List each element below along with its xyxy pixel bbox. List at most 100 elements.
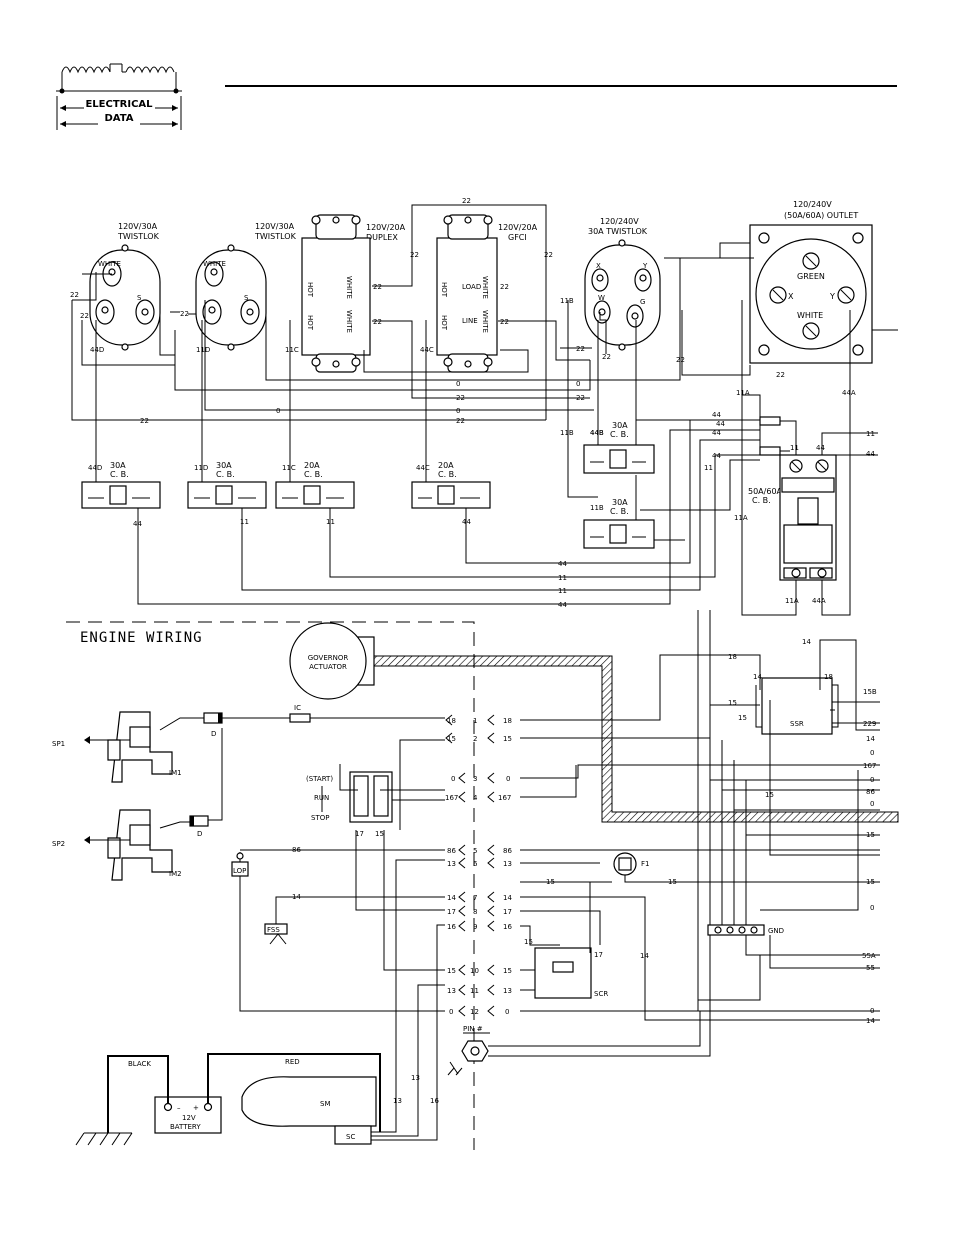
pin-w: W — [598, 294, 605, 302]
circuit-breaker-6: 30A C. B. 11B — [583, 498, 655, 549]
receptacle-6-type: (50A/60A) OUTLET — [784, 211, 858, 220]
pin-s: S — [244, 294, 249, 302]
terminal-8-left: 17 — [447, 908, 456, 916]
pin-line: LINE — [462, 317, 478, 325]
cb7-rating: 50A/60A — [748, 487, 783, 496]
terminal-1: 1 18 18 — [445, 714, 512, 726]
wire-label: 14 — [640, 952, 649, 960]
wire-label: 16 — [430, 1097, 439, 1105]
receptacle-1-rating: 120V/30A — [118, 222, 158, 231]
wire-label: 11D — [196, 346, 210, 354]
pin-load: LOAD — [462, 283, 481, 291]
terminal-2-number: 2 — [473, 735, 477, 743]
terminal-7-left: 14 — [447, 894, 456, 902]
wire-label: 18 — [824, 673, 833, 681]
receptacle-120-240v-30a-twistlok: 120/240V 30A TWISTLOK X Y W G — [584, 217, 661, 351]
terminal-12-number: 12 — [470, 1008, 479, 1016]
cb2-type: C. B. — [216, 470, 235, 479]
pin-y: Y — [829, 292, 835, 301]
circuit-breaker-1: 30A C. B. 44D — [81, 461, 161, 509]
terminal-1-right: 18 — [503, 717, 512, 725]
circuit-breaker-50a-60a: 50A/60A C. B. — [748, 454, 837, 581]
circuit-breaker-4: 20A C. B. 44C — [411, 461, 491, 509]
wire-label: 17 — [355, 830, 364, 838]
terminal-1-left: 18 — [447, 717, 456, 725]
lop-label: LOP — [233, 867, 246, 875]
circuit-breaker-2: 30A C. B. 11D — [187, 461, 267, 509]
electrical-data-logo: ELECTRICAL DATA — [56, 63, 182, 130]
wire-label: 22 — [576, 345, 585, 353]
upper-wiring — [71, 204, 898, 616]
engine-wiring-section: ENGINE WIRING GOVERNOR ACTUATOR SP1 IM1 … — [52, 610, 899, 1150]
cb5-type: C. B. — [610, 430, 629, 439]
cb6-type: C. B. — [610, 507, 629, 516]
edge-label-229: 229 — [863, 720, 876, 728]
wire-label: 11 — [558, 574, 567, 582]
wire-label: 22 — [140, 417, 149, 425]
terminal-3-number: 3 — [473, 775, 477, 783]
terminal-1-number: 1 — [473, 717, 477, 725]
wire-label: 0 — [276, 407, 280, 415]
wire-label: 11A — [785, 597, 799, 605]
cb1-rating: 30A — [110, 461, 126, 470]
red-cable-label: RED — [285, 1058, 300, 1066]
terminal-3-left: 0 — [451, 775, 455, 783]
sm-label: SM — [320, 1100, 330, 1108]
ic-label: IC — [294, 704, 301, 712]
wire-label: 44B — [590, 429, 604, 437]
switch-stop-label: STOP — [311, 814, 329, 822]
terminal-3-right: 0 — [506, 775, 510, 783]
receptacle-5-rating: 120/240V — [600, 217, 639, 226]
wire-label: 22 — [462, 197, 471, 205]
wire-label: 44 — [712, 411, 721, 419]
pin-x: X — [596, 262, 601, 270]
ignition-module-1: SP1 IM1 D IC — [52, 704, 445, 821]
terminal-9-left: 16 — [447, 923, 456, 931]
edge-label-0a: 0 — [870, 749, 874, 757]
circuit-breaker-5: 30A C. B. 44B — [583, 421, 655, 474]
edge-label-15a: 15 — [866, 831, 875, 839]
pin-s: S — [137, 294, 142, 302]
receptacle-3-rating: 120V/20A — [366, 223, 406, 232]
wire-label: 0 — [456, 380, 460, 388]
terminal-10-number: 10 — [470, 967, 479, 975]
pin-hot-load: HOT — [440, 282, 448, 298]
pin-white: WHITE — [797, 311, 823, 320]
wire-label: 44 — [558, 560, 567, 568]
cb5-rating: 30A — [612, 421, 628, 430]
edge-label-0c: 0 — [870, 800, 874, 808]
scr-relay: SCR — [534, 882, 608, 999]
sp1-label: SP1 — [52, 740, 65, 748]
terminal-11-right: 13 — [503, 987, 512, 995]
edge-label-55: 55 — [866, 964, 875, 972]
black-cable-label: BLACK — [128, 1060, 151, 1068]
wire-label: 22 — [676, 356, 685, 364]
wire-label: 14 — [802, 638, 811, 646]
wire-label: 15 — [728, 699, 737, 707]
cb2-rating: 30A — [216, 461, 232, 470]
battery-label: BATTERY — [170, 1123, 201, 1131]
wire-label: 15 — [668, 878, 677, 886]
wire-label: 22 — [373, 318, 382, 326]
terminal-9-right: 16 — [503, 923, 512, 931]
wire-label: 17 — [594, 951, 603, 959]
receptacle-4-type: GFCI — [508, 233, 527, 242]
edge-label-14b: 14 — [866, 1017, 875, 1025]
logo-line-2: DATA — [104, 113, 133, 124]
cb4-type: C. B. — [438, 470, 457, 479]
edge-label-0e: 0 — [870, 1007, 874, 1015]
logo-line-1: ELECTRICAL — [85, 99, 153, 110]
terminal-7-number: 7 — [473, 894, 477, 902]
pin-g: G — [640, 298, 645, 306]
wire-label: 15 — [738, 714, 747, 722]
cb7-type: C. B. — [752, 496, 771, 505]
battery-voltage: 12V — [182, 1114, 196, 1122]
pin-white-2: WHITE — [345, 310, 353, 333]
ground-strip: GND — [707, 924, 784, 936]
wire-label: 11B — [560, 297, 574, 305]
wire-label: 22 — [500, 283, 509, 291]
